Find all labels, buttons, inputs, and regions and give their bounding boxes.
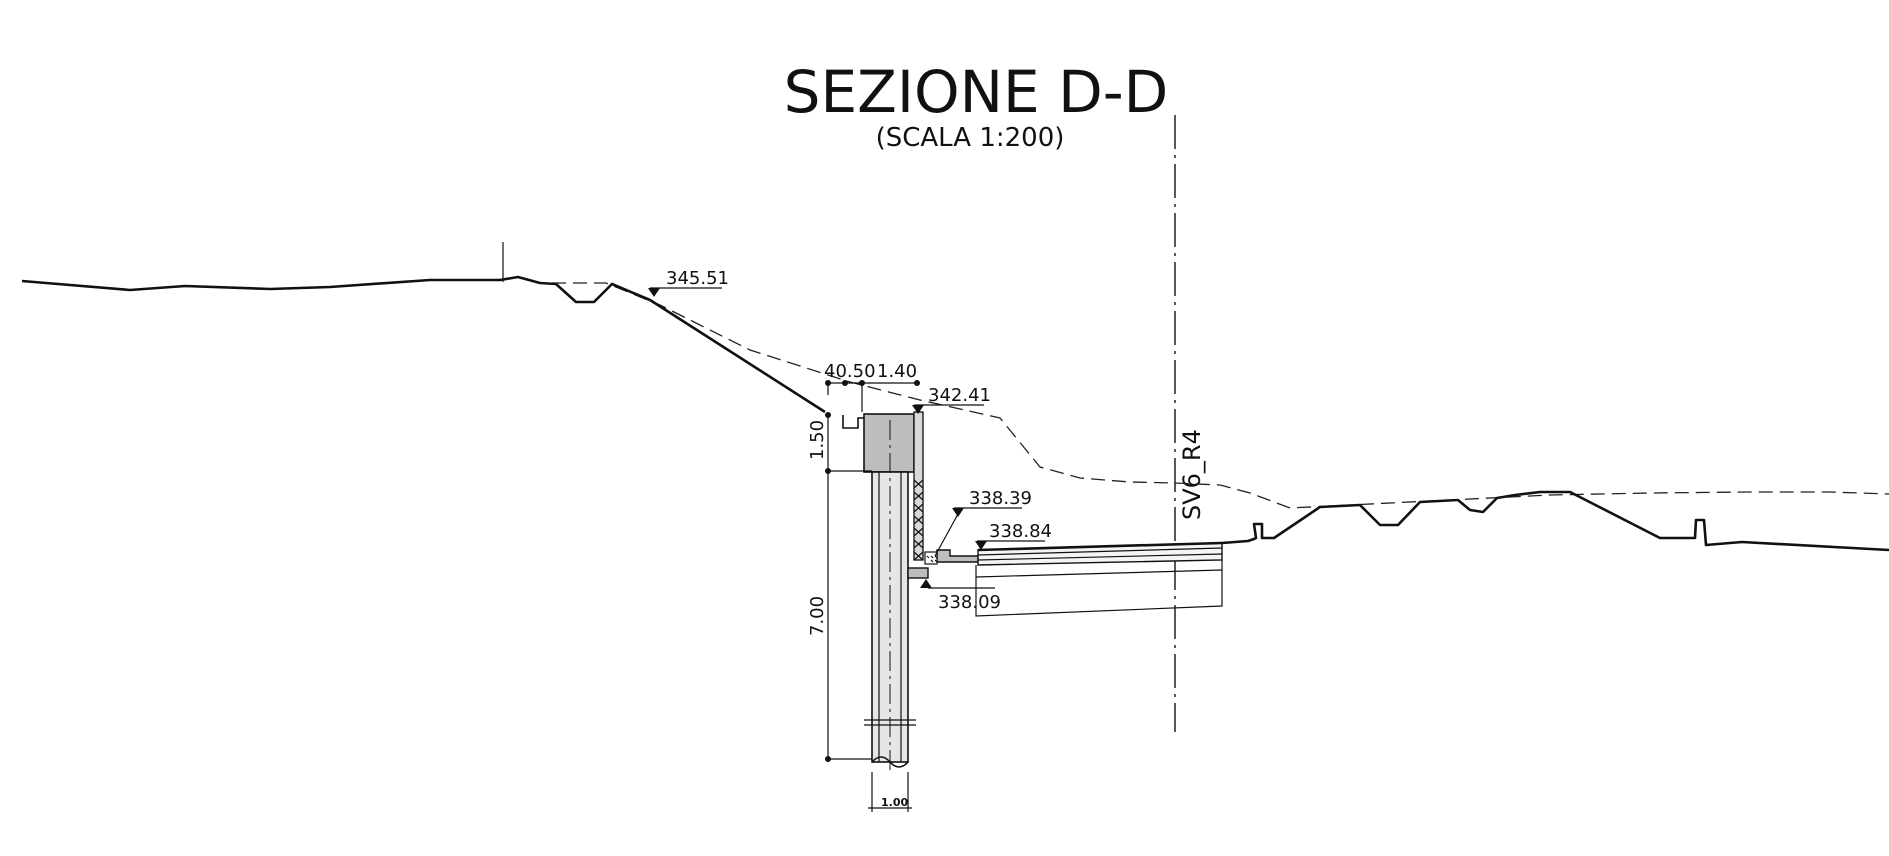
elevation-label-338-84: 338.84 <box>989 521 1052 542</box>
wall-hatch <box>913 479 924 561</box>
subgrade-block <box>975 560 1223 617</box>
curb <box>936 549 979 563</box>
elevation-marker-338-39: 338.39 <box>934 488 1032 557</box>
dim-cap-height-label: 1.50 <box>807 420 828 460</box>
cap-beam <box>863 413 915 473</box>
road-surface <box>977 541 1223 552</box>
elevation-marker-338-09: 338.09 <box>920 579 1001 613</box>
dim-pile-width-label: 1.00 <box>881 796 908 809</box>
section-title: SEZIONE D-D <box>784 58 1169 126</box>
elevation-marker-342: 342.41 <box>912 385 991 414</box>
drainage-channel <box>842 415 864 429</box>
elevation-marker-345: 345.51 <box>648 268 729 297</box>
road-layer-line-1 <box>977 547 1223 556</box>
elevation-label-342: 342.41 <box>928 385 991 406</box>
axis-label: SV6_R4 <box>1178 429 1206 520</box>
pile-bottom-break <box>871 756 909 768</box>
pile-break-mark <box>864 719 916 726</box>
road-layer-line-2 <box>977 553 1223 561</box>
existing-ground-dashed-line <box>552 282 1889 509</box>
elevation-label-345: 345.51 <box>666 268 729 289</box>
subgrade-layer-line <box>975 569 1223 578</box>
dim-top-tick-2 <box>842 380 848 386</box>
drain-gravel <box>926 555 938 563</box>
elevation-label-338-09: 338.09 <box>938 592 1001 613</box>
drain-pipe <box>924 551 938 565</box>
footing-block <box>907 567 929 579</box>
scale-label: (SCALA 1:200) <box>876 123 1065 153</box>
dim-top-a-label: 40.50 <box>824 361 876 382</box>
elevation-marker-338-84: 338.84 <box>975 521 1052 550</box>
ground-profile-right <box>1221 490 1889 552</box>
dim-top-tick-4 <box>914 380 920 386</box>
elevation-label-338-39: 338.39 <box>969 488 1032 509</box>
ground-profile-left <box>21 275 826 414</box>
dim-top-b-label: 1.40 <box>877 361 917 382</box>
dim-pile-height-label: 7.00 <box>807 596 828 636</box>
dim-vert-tick-1 <box>825 412 831 418</box>
